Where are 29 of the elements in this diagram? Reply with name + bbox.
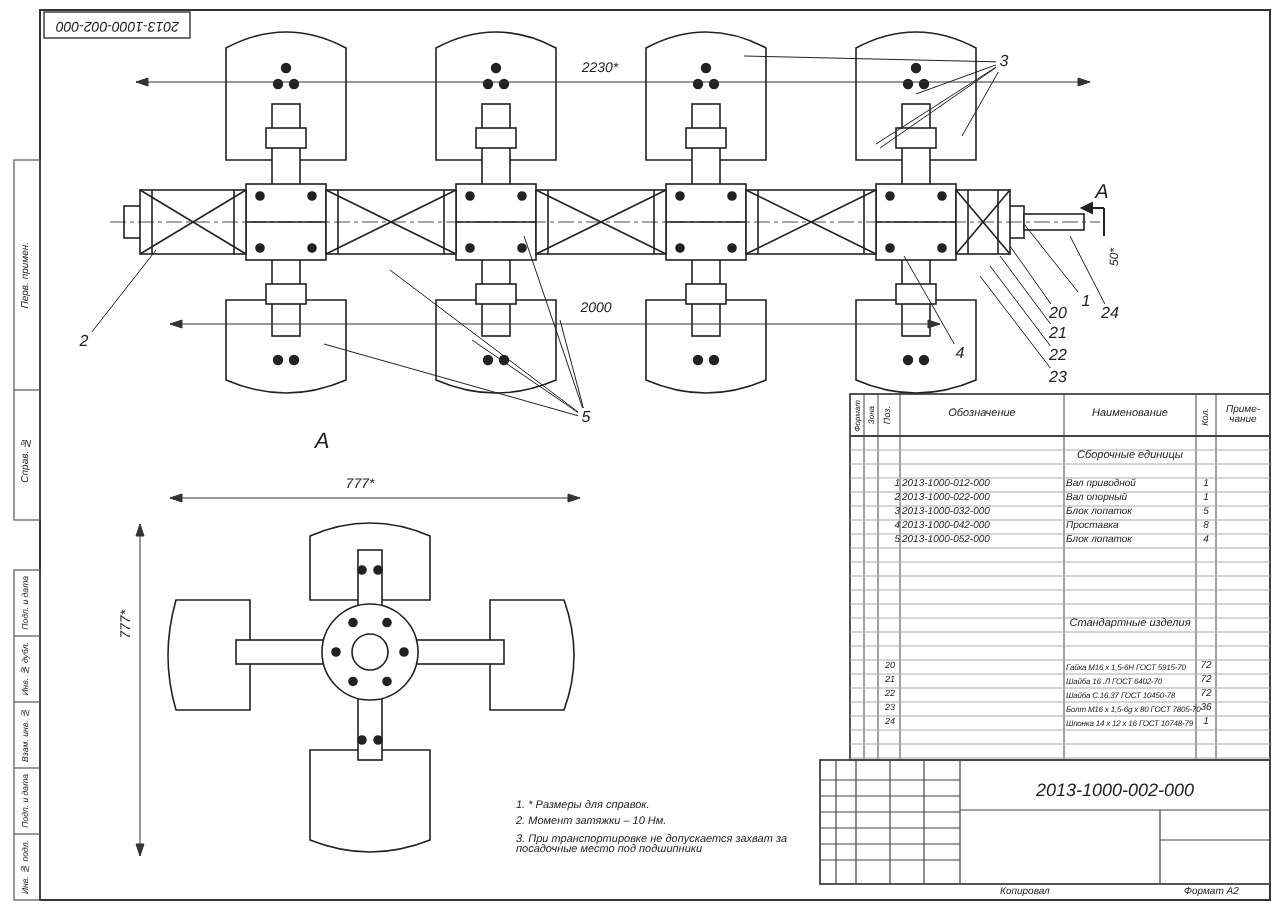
leader-line (323, 343, 579, 417)
leader-line (559, 319, 584, 409)
callout-number: 1 (1078, 292, 1094, 312)
leader-line (91, 249, 157, 333)
callout-number: 3 (996, 52, 1012, 72)
callout-number: 5 (578, 408, 594, 428)
callout-number: 24 (1098, 304, 1122, 324)
leader-line (999, 255, 1052, 325)
label-text: A (314, 432, 330, 454)
callout-number: 20 (1046, 304, 1070, 324)
leader-line (1023, 223, 1079, 293)
leader-line (1009, 245, 1052, 305)
leader-line (1069, 235, 1106, 305)
callout-number: 4 (952, 344, 968, 364)
leader-line (903, 255, 955, 345)
callout-number: 21 (1046, 324, 1070, 344)
leader-line (523, 235, 584, 409)
callout-number: 22 (1046, 346, 1070, 366)
label-text: A (1095, 183, 1109, 203)
leader-line (989, 265, 1051, 347)
label-text: 2013-1000-002-000 (1035, 781, 1195, 799)
callout-number: 23 (1046, 368, 1070, 388)
leader-line (471, 339, 579, 414)
callout-number: 2 (76, 332, 92, 352)
leader-line (961, 71, 999, 137)
leader-line (915, 64, 997, 95)
leader-line (389, 269, 579, 413)
leader-line (979, 275, 1051, 369)
leader-line (743, 55, 997, 63)
